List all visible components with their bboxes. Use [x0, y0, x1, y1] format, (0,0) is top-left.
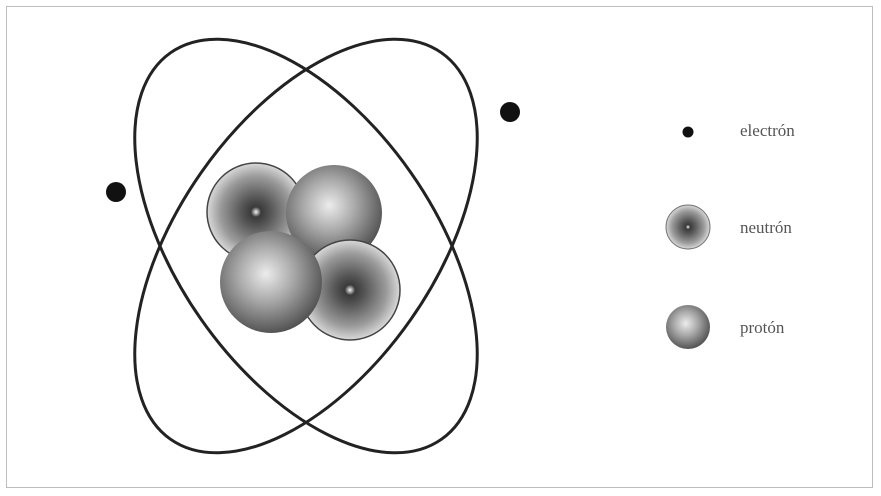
- electron-left: [106, 182, 126, 202]
- legend-neutron-label: neutrón: [740, 218, 792, 238]
- legend-electron-label: electrón: [740, 121, 795, 141]
- legend-proton-icon: [666, 305, 710, 349]
- proton-sphere-bottom: [220, 231, 322, 333]
- electron-right: [500, 102, 520, 122]
- legend-proton-label: protón: [740, 318, 784, 338]
- legend-electron-icon: [683, 127, 694, 138]
- legend-neutron-icon: [666, 205, 710, 249]
- nucleus: [207, 163, 400, 340]
- legend-icons: [666, 127, 710, 350]
